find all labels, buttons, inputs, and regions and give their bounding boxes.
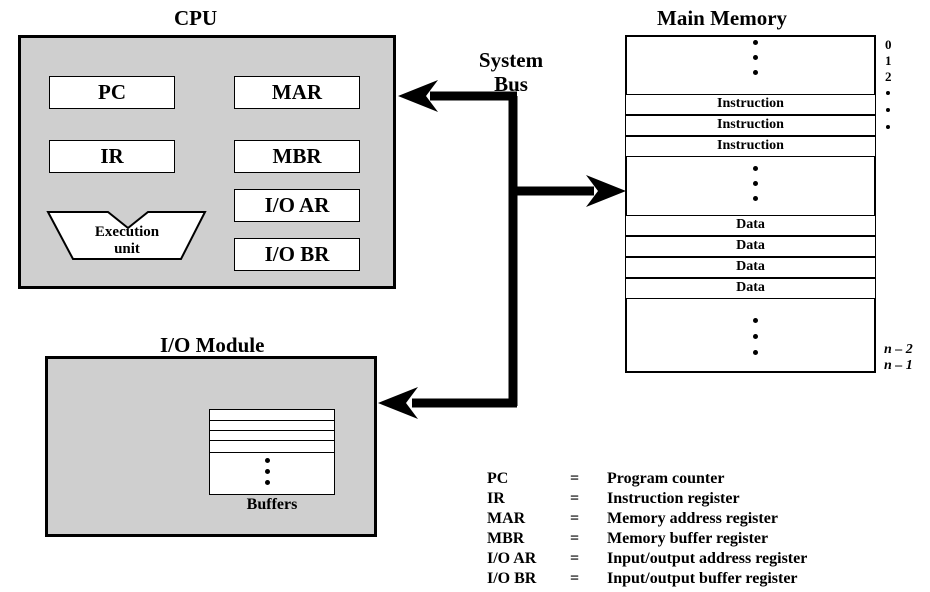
execution-unit-line1: Execution <box>94 224 160 240</box>
legend-eq: = <box>570 470 580 487</box>
memory-dot <box>753 181 758 186</box>
legend-abbr: I/O BR <box>487 570 537 587</box>
memory-dot <box>753 70 758 75</box>
address-dot <box>886 108 890 112</box>
legend-abbr: I/O AR <box>487 550 537 567</box>
io-ar-register: I/O AR <box>234 189 360 222</box>
memory-row-instruction: Instruction <box>625 136 876 157</box>
ir-register: IR <box>49 140 175 173</box>
legend-abbr: MBR <box>487 530 525 547</box>
mbr-register: MBR <box>234 140 360 173</box>
arrow-to-io-module <box>378 387 418 419</box>
legend-desc: Memory address register <box>607 510 778 527</box>
memory-row-data: Data <box>625 278 876 299</box>
address-n-minus-2: n – 2 <box>884 342 913 357</box>
arrow-to-cpu <box>398 80 438 112</box>
system-bus-label: System Bus <box>455 48 567 96</box>
execution-unit-shape <box>46 211 207 260</box>
io-br-register: I/O BR <box>234 238 360 271</box>
execution-unit-line2: unit <box>114 241 140 257</box>
pc-register: PC <box>49 76 175 109</box>
memory-row-data: Data <box>625 215 876 236</box>
legend-abbr: MAR <box>487 510 526 527</box>
memory-row-data: Data <box>625 257 876 278</box>
memory-dot <box>753 334 758 339</box>
memory-dot <box>753 55 758 60</box>
memory-row-instruction: Instruction <box>625 115 876 136</box>
mar-register: MAR <box>234 76 360 109</box>
legend-desc: Memory buffer register <box>607 530 769 547</box>
buffers-dot <box>265 480 270 485</box>
address-2: 2 <box>885 69 892 84</box>
address-dot <box>886 91 890 95</box>
memory-dot <box>753 350 758 355</box>
memory-row-instruction: Instruction <box>625 94 876 115</box>
legend-desc: Input/output buffer register <box>607 570 798 587</box>
memory-title: Main Memory <box>657 6 788 30</box>
address-0: 0 <box>885 37 892 52</box>
legend-eq: = <box>570 510 580 527</box>
execution-unit-label: Execution unit <box>73 224 181 258</box>
buffers-dot <box>265 458 270 463</box>
buffers-dot <box>265 469 270 474</box>
arrow-to-memory <box>586 175 626 207</box>
address-1: 1 <box>885 53 892 68</box>
legend-eq: = <box>570 550 580 567</box>
memory-dot <box>753 40 758 45</box>
system-bus-line1: System <box>478 48 544 72</box>
legend-eq: = <box>570 490 580 507</box>
cpu-title: CPU <box>174 6 218 30</box>
io-module-title: I/O Module <box>160 333 265 357</box>
memory-dot <box>753 196 758 201</box>
memory-dot <box>753 166 758 171</box>
memory-dot <box>753 318 758 323</box>
legend-desc: Program counter <box>607 470 725 487</box>
legend-eq: = <box>570 530 580 547</box>
address-dot <box>886 125 890 129</box>
legend-abbr: PC <box>487 470 509 487</box>
legend-eq: = <box>570 570 580 587</box>
legend-desc: Instruction register <box>607 490 740 507</box>
memory-row-data: Data <box>625 236 876 257</box>
legend-desc: Input/output address register <box>607 550 808 567</box>
buffers-label: Buffers <box>246 496 298 513</box>
legend-abbr: IR <box>487 490 505 507</box>
memory-box <box>625 35 876 373</box>
buffers-box <box>209 409 335 495</box>
address-n-minus-1: n – 1 <box>884 358 913 373</box>
